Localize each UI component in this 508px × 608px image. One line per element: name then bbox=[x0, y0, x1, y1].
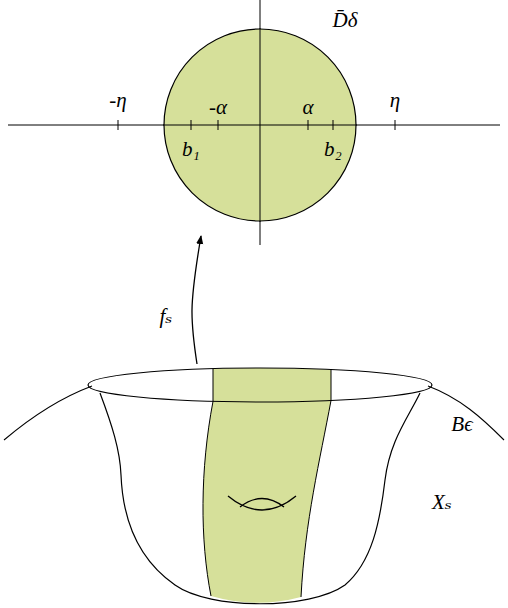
strip-edge bbox=[331, 370, 332, 401]
imaginary-axis bbox=[260, 0, 261, 245]
strip-edge bbox=[213, 369, 214, 402]
axis-label: η bbox=[390, 90, 400, 111]
tick-mark bbox=[218, 120, 219, 130]
ball-label: Bϵ bbox=[451, 414, 472, 435]
axis-label: α bbox=[302, 97, 313, 118]
ball-boundary bbox=[4, 386, 92, 440]
axis-label: -η bbox=[109, 90, 126, 111]
imaginary-axis bbox=[260, 28, 261, 222]
tick-mark bbox=[395, 120, 396, 130]
preimage-strip bbox=[203, 368, 331, 603]
surface-region: Xₛ bbox=[80, 366, 480, 608]
axis-label: b₂ bbox=[324, 139, 342, 160]
ball-boundary bbox=[428, 386, 504, 440]
disk-label: D̄δ bbox=[333, 10, 358, 31]
axis-label: -α bbox=[209, 97, 227, 118]
axis-label: b₁ bbox=[182, 139, 200, 160]
closed-disk bbox=[164, 29, 356, 221]
tick-mark bbox=[118, 120, 119, 130]
map-label: fₛ bbox=[160, 306, 173, 327]
map-arrow bbox=[192, 236, 201, 364]
strip-edge bbox=[301, 401, 331, 598]
strip-edge bbox=[203, 401, 213, 596]
handle-hole bbox=[228, 496, 296, 510]
tick-mark bbox=[308, 120, 309, 130]
handle-hole bbox=[240, 499, 284, 508]
tick-mark bbox=[333, 120, 334, 130]
boundary-rim bbox=[88, 368, 432, 402]
surface-outline bbox=[100, 393, 420, 604]
disk-shape bbox=[163, 28, 357, 222]
tick-mark bbox=[191, 120, 192, 130]
disk-region: D̄δ bbox=[163, 28, 357, 222]
surface-shape bbox=[80, 366, 480, 608]
real-axis bbox=[8, 125, 500, 126]
surface-label: Xₛ bbox=[432, 492, 452, 513]
